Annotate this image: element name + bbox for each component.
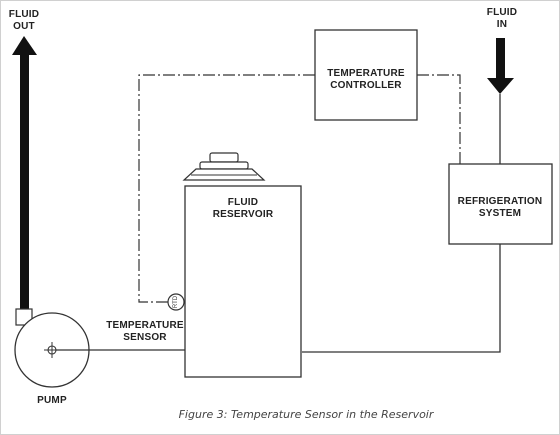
rtd-label: RTD [173,295,179,308]
fluid-in-arrow [487,38,514,94]
refrigeration-system-box [448,163,553,245]
fluid-out-arrow [12,36,37,310]
refrigeration-system-label-line2: SYSTEM [479,208,521,219]
rtd-sensor: RTD [167,293,185,311]
pump-label: PUMP [37,395,67,406]
reservoir-cap [182,152,266,181]
fluid-reservoir-label-line2: RESERVOIR [213,209,274,220]
sensor-signal-wire [138,74,315,303]
refrigeration-system-label-line1: REFRIGERATION [458,196,543,207]
fluid-in-label-line1: FLUID [487,7,517,18]
pump [14,308,90,388]
fluid-reservoir-label-line1: FLUID [228,197,258,208]
fluid-in-label-line2: IN [497,19,507,30]
temperature-controller-label-line2: CONTROLLER [330,80,402,91]
return-pipe [302,244,501,353]
fluid-out-label-line2: OUT [13,21,35,32]
fluid-reservoir-box [184,185,302,378]
temperature-sensor-label-line1: TEMPERATURE [106,320,184,331]
temperature-sensor-label-line2: SENSOR [123,332,167,343]
refrigeration-control-wire [417,74,461,164]
temperature-controller-box [314,29,418,121]
fluid-out-label-line1: FLUID [9,9,39,20]
temperature-controller-label-line1: TEMPERATURE [327,68,405,79]
figure-caption: Figure 3: Temperature Sensor in the Rese… [179,408,435,421]
